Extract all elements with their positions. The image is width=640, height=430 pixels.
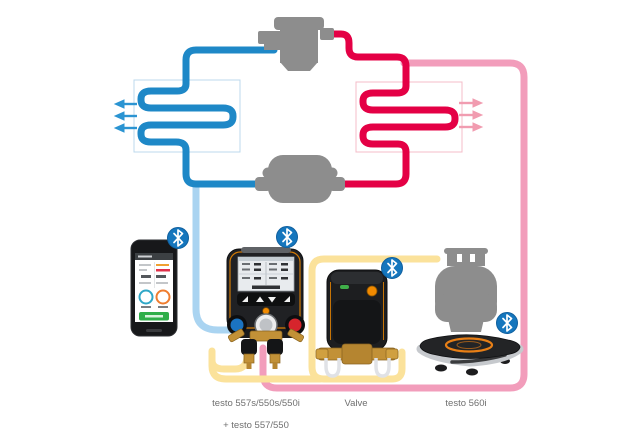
- refrigerant-cylinder: [435, 248, 497, 332]
- manifold-caption: testo 557s/550s/550i + testo 557/550: [176, 398, 336, 430]
- suction-line-evaporator-coil: [137, 46, 278, 188]
- valve-hose-loop-right: [374, 358, 391, 378]
- manifold-caption-line2: + testo 557/550: [223, 420, 289, 430]
- bluetooth-icon: [381, 257, 403, 279]
- charging-hose-yellow-manifold: [208, 354, 324, 383]
- low-side-hose-light-blue: [192, 182, 244, 334]
- valve-status-led: [340, 285, 349, 289]
- bluetooth-icon: [496, 312, 518, 334]
- smart-valve: [315, 269, 399, 378]
- smartphone-app: [130, 239, 178, 337]
- scale-caption: testo 560i: [445, 398, 487, 409]
- warm-airflow-arrows: [459, 98, 484, 132]
- valve-brass-body: [315, 343, 399, 365]
- manifold-brass-fittings: [227, 328, 305, 369]
- app-measurement-panels: [138, 262, 171, 308]
- manifold-display: [237, 256, 295, 292]
- valve-caption: Valve: [344, 398, 368, 409]
- cold-airflow-arrows: [113, 99, 137, 133]
- refrigerant-scale: [416, 334, 524, 376]
- valve-orange-button: [366, 285, 378, 297]
- discharge-line-condenser-coil: [328, 30, 459, 188]
- digital-manifold: [226, 247, 305, 369]
- compressor-icon: [258, 17, 334, 71]
- bluetooth-icons: [167, 226, 518, 334]
- bluetooth-icon: [167, 227, 189, 249]
- valve-hose-loop-left: [324, 358, 341, 378]
- high-side-hose-pink: [259, 59, 528, 392]
- bluetooth-icon: [276, 226, 298, 248]
- filter-drier-icon: [255, 155, 345, 203]
- scale-orange-ring: [444, 337, 494, 353]
- manifold-keypad: [237, 293, 295, 306]
- manifold-caption-line1: testo 557s/550s/550i: [212, 398, 300, 409]
